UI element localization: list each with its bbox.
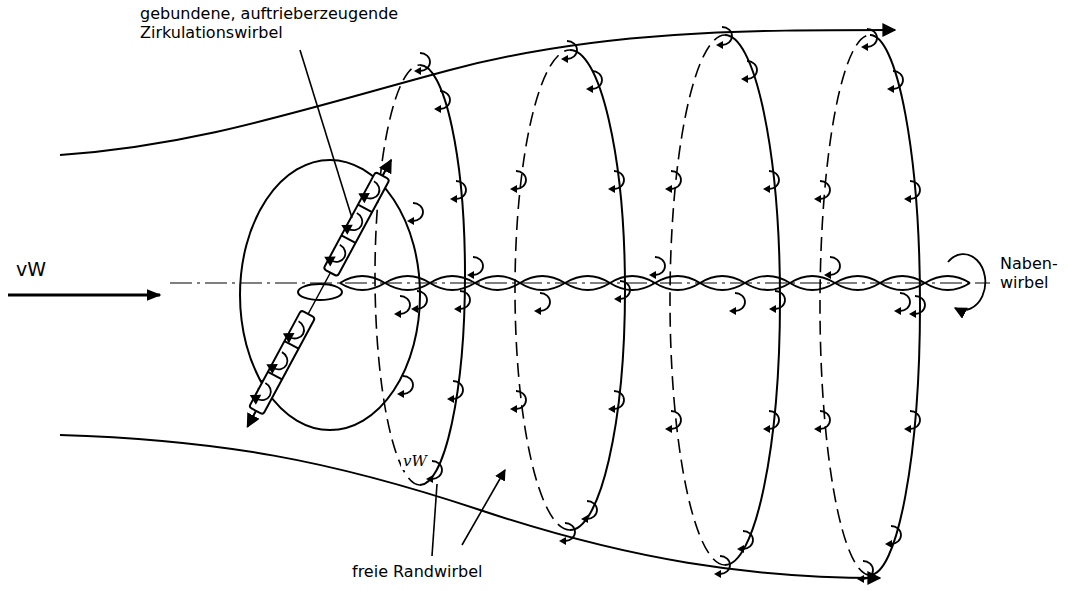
rotor-blade: [238, 155, 398, 431]
illustration-part: [266, 349, 291, 376]
illustration-part: [814, 411, 830, 433]
illustration-part: [729, 293, 745, 315]
illustration-part: [670, 35, 725, 565]
illustration-part: [716, 27, 732, 49]
illustration-part: [614, 281, 630, 303]
illustration-part: [249, 310, 315, 414]
velocity-label: vW: [16, 258, 46, 281]
illustration-part: [737, 531, 753, 553]
illustration-part: [714, 556, 730, 578]
hub-vortex: [340, 254, 985, 310]
illustration-part: [450, 181, 466, 203]
illustration-part: [394, 296, 410, 318]
illustration-part: [561, 41, 577, 63]
illustration-part: [249, 160, 391, 424]
illustration-part: [60, 30, 895, 155]
illustration-part: [586, 71, 602, 93]
illustration-part: [434, 91, 450, 113]
illustration-part: [741, 61, 757, 83]
tip-vortex-front: [420, 35, 920, 575]
illustration-part: [870, 35, 920, 575]
illustration-part: [358, 178, 383, 205]
tip-vortex-back: [375, 35, 870, 575]
illustration-part: [467, 257, 483, 279]
illustration-part: [411, 291, 427, 313]
illustration-part: [570, 50, 625, 530]
illustration-part: [247, 411, 256, 427]
illustration-part: [763, 411, 779, 433]
vortex-swirls: [394, 27, 925, 583]
leader-lines: [300, 50, 505, 556]
illustration-part: [887, 71, 903, 93]
illustration-part: [894, 293, 910, 315]
illustration-part: [510, 391, 526, 413]
illustration-part: [510, 171, 526, 193]
illustration-part: [824, 257, 840, 279]
rotor-axis: [170, 282, 990, 283]
illustration-part: [462, 470, 505, 545]
illustration-part: [60, 435, 880, 578]
vortex-caption: gebundene, auftrieberzeugende Zirkulatio…: [140, 4, 440, 42]
illustration-part: [447, 381, 463, 403]
illustration-part: [324, 242, 349, 269]
illustration-part: [608, 391, 624, 413]
illustration-part: [323, 172, 389, 276]
illustration-part: [665, 171, 681, 193]
illustration-part: [341, 205, 372, 243]
tip-vortex-label: freie Randwirbel: [352, 562, 483, 581]
illustration-part: [763, 171, 779, 193]
streamtube: [60, 30, 895, 578]
illustration-part: [820, 35, 870, 575]
velocity-label: vW: [401, 452, 429, 470]
illustration-part: [432, 484, 437, 556]
illustration-part: [283, 318, 308, 345]
illustration-part: [769, 291, 785, 313]
illustration-part: [414, 53, 430, 75]
illustration-part: [725, 35, 780, 565]
wind-arrow: [8, 294, 160, 297]
illustration-part: [407, 203, 423, 225]
illustration-part: [861, 29, 877, 51]
illustration-part: [814, 181, 830, 203]
illustration-part: [885, 526, 901, 548]
illustration-part: [341, 210, 366, 237]
illustration-part: [420, 65, 465, 485]
hub-vortex-label: Naben- wirbel: [1000, 254, 1064, 292]
illustration-part: [454, 291, 470, 313]
illustration-part: [904, 181, 920, 203]
illustration-part: [559, 523, 575, 545]
illustration-part: [383, 160, 392, 176]
illustration-part: [581, 501, 597, 523]
illustration-part: [909, 296, 925, 318]
illustration-part: [534, 293, 550, 315]
illustration-part: [649, 257, 665, 279]
illustration-part: [948, 254, 985, 310]
illustration-part: [375, 65, 420, 485]
illustration-part: [857, 561, 873, 583]
illustration-part: [904, 411, 920, 433]
illustration-part: [300, 50, 352, 218]
illustration-part: [250, 380, 275, 407]
illustration-part: [665, 411, 681, 433]
rotor-plane: [240, 160, 420, 430]
illustration-part: [397, 376, 413, 398]
illustration-part: [608, 171, 624, 193]
